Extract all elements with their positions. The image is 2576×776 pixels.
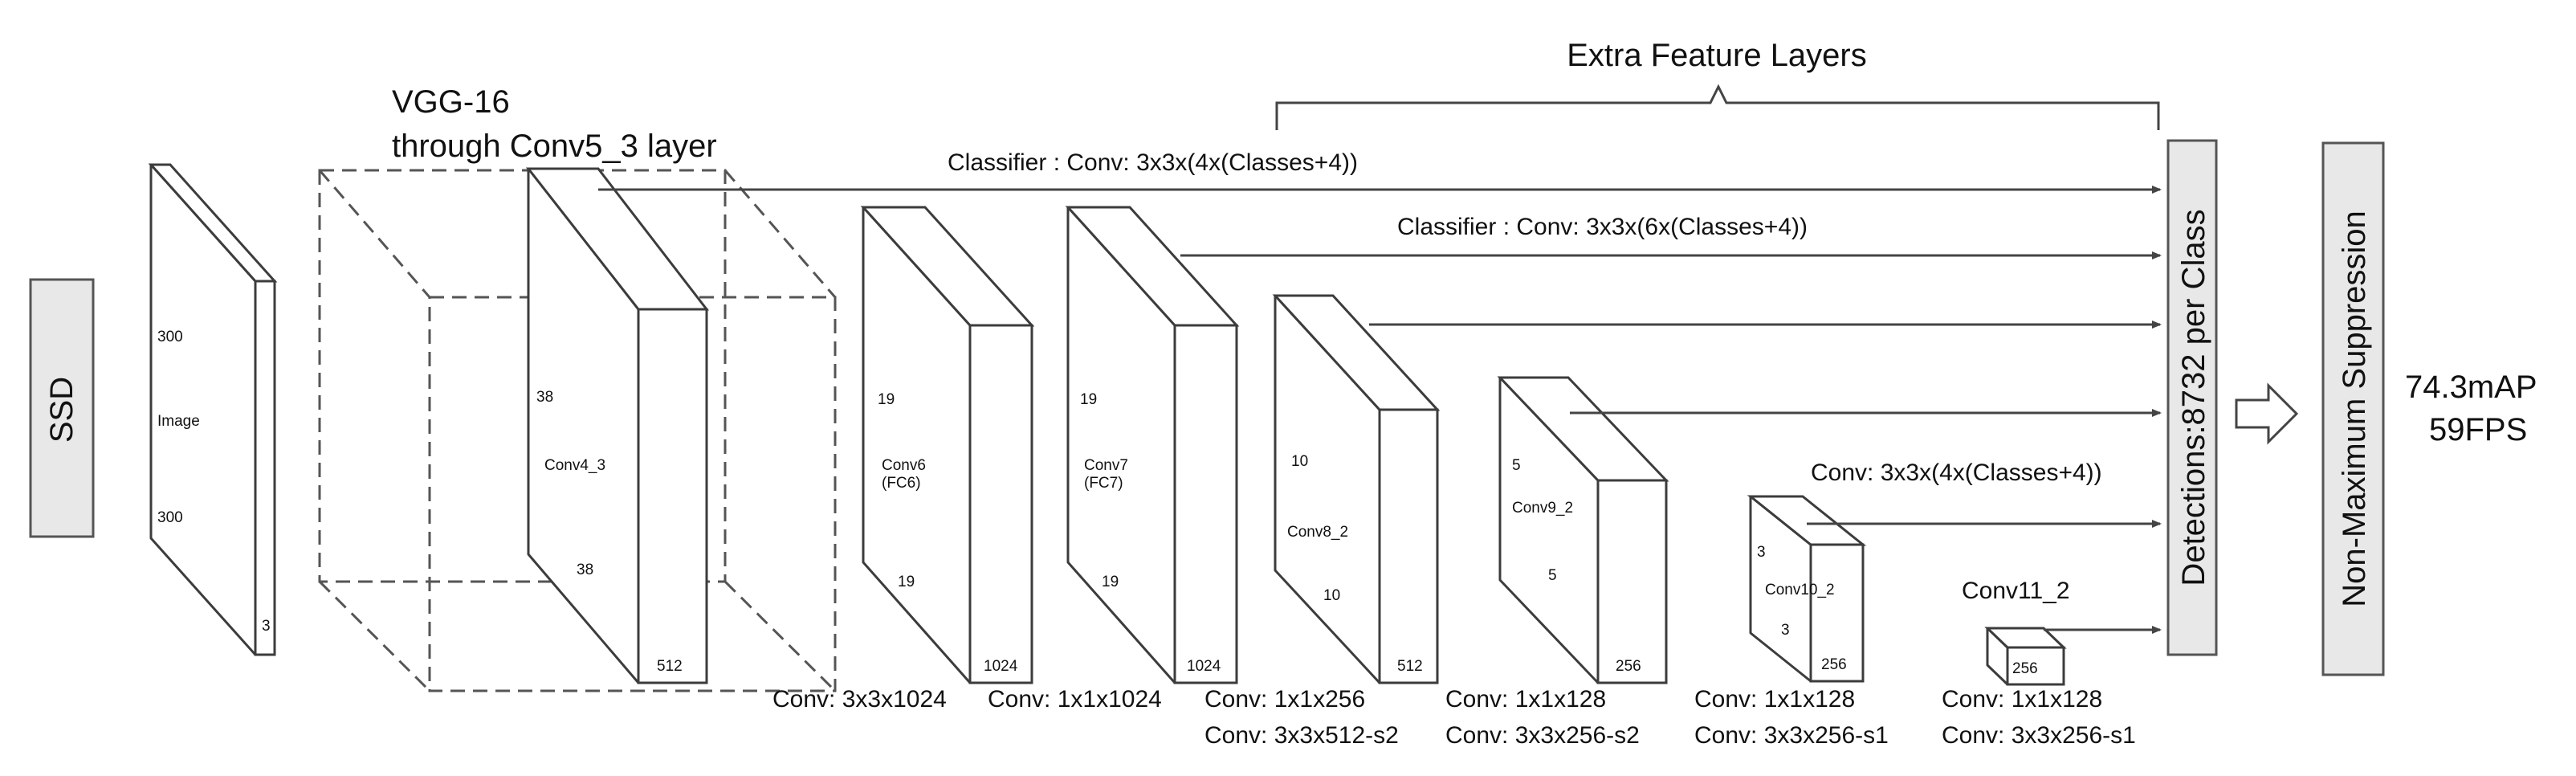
conv6-channels: 1024 (984, 658, 1018, 675)
conv6-op-label: Conv: 3x3x1024 (772, 686, 947, 713)
image-channels: 3 (262, 618, 271, 635)
conv9-2-width: 5 (1548, 567, 1557, 584)
detections-label: Detections:8732 per Class (2176, 209, 2211, 586)
conv8-op-label-a: Conv: 1x1x256 (1204, 686, 1365, 713)
conv7-height: 19 (1080, 391, 1097, 408)
conv6-sub: (FC6) (882, 475, 921, 492)
hollow-arrow-icon (2235, 382, 2299, 445)
conv4-3-channels: 512 (657, 658, 683, 675)
image-label: Image (157, 413, 200, 430)
extra-feature-layers-label: Extra Feature Layers (1567, 38, 1867, 73)
image-width: 300 (157, 509, 183, 526)
conv11-2-block: 256 Conv11_2 (1962, 578, 2070, 686)
extra-feature-layers-bracket: Extra Feature Layers (1275, 38, 2160, 130)
conv6-width: 19 (898, 574, 915, 590)
conv9-op-label-b: Conv: 3x3x256-s2 (1445, 722, 1640, 749)
conv8-2-channels: 512 (1397, 658, 1423, 675)
conv6-height: 19 (878, 391, 895, 408)
conv11-2-channels: 256 (2012, 660, 2038, 677)
conv7-sub: (FC7) (1084, 475, 1123, 492)
classifier-top-label: Classifier : Conv: 3x3x(4x(Classes+4)) (948, 149, 1358, 176)
conv10-op-label-b: Conv: 3x3x256-s1 (1694, 722, 1889, 749)
conv10-op-label-a: Conv: 1x1x128 (1694, 686, 1855, 713)
conv9-2-name: Conv9_2 (1512, 500, 1573, 517)
conv7-channels: 1024 (1187, 658, 1221, 675)
result-map: 74.3mAP (2405, 370, 2537, 405)
classifier-low-label: Conv: 3x3x(4x(Classes+4)) (1811, 459, 2102, 486)
conv10-2-name: Conv10_2 (1765, 582, 1835, 598)
conv8-2-name: Conv8_2 (1287, 524, 1348, 541)
conv9-2-block: 5 Conv9_2 5 256 (1497, 376, 1669, 684)
conv10-2-height: 3 (1757, 544, 1766, 561)
conv8-2-block: 10 Conv8_2 10 512 (1272, 294, 1441, 684)
conv10-2-width: 3 (1781, 622, 1790, 639)
conv7-name: Conv7 (1084, 457, 1128, 474)
nms-label: Non-Maximum Suppression (2337, 210, 2372, 607)
conv4-3-width: 38 (577, 562, 593, 578)
conv9-2-height: 5 (1512, 457, 1521, 474)
conv8-2-width: 10 (1323, 587, 1340, 604)
image-height: 300 (157, 329, 183, 345)
conv4-3-block: 38 Conv4_3 38 512 (525, 167, 710, 684)
conv11-op-label-a: Conv: 1x1x128 (1942, 686, 2102, 713)
ssd-label: SSD (44, 377, 79, 443)
vgg16-dashed-box: VGG-16 through Conv5_3 layer (318, 84, 837, 692)
conv7-block: 19 Conv7 (FC7) 19 1024 (1065, 206, 1240, 684)
conv4-3-name: Conv4_3 (544, 457, 605, 474)
image-input-block: 300 Image 300 3 (148, 163, 278, 656)
bottom-conv-labels: Conv: 3x3x1024 Conv: 1x1x1024 Conv: 1x1x… (772, 686, 2136, 749)
conv7-op-label: Conv: 1x1x1024 (988, 686, 1162, 713)
ssd-box: SSD (29, 278, 95, 538)
detections-box: Detections:8732 per Class (2166, 139, 2218, 656)
conv10-2-channels: 256 (1821, 656, 1847, 673)
conv8-2-height: 10 (1291, 453, 1308, 470)
conv9-op-label-a: Conv: 1x1x128 (1445, 686, 1606, 713)
classifier-mid-label: Classifier : Conv: 3x3x(6x(Classes+4)) (1397, 214, 1808, 240)
conv9-2-channels: 256 (1616, 658, 1641, 675)
conv7-width: 19 (1102, 574, 1119, 590)
result-fps: 59FPS (2429, 412, 2527, 447)
conv11-2-name: Conv11_2 (1962, 578, 2070, 604)
conv4-3-height: 38 (536, 389, 553, 406)
nms-box: Non-Maximum Suppression (2321, 141, 2385, 676)
conv8-op-label-b: Conv: 3x3x512-s2 (1204, 722, 1399, 749)
vgg16-label: VGG-16 (392, 84, 510, 120)
vgg16-sublabel: through Conv5_3 layer (392, 129, 717, 164)
conv10-2-block: 3 Conv10_2 3 256 (1747, 495, 1867, 683)
classifier-arrows: Classifier : Conv: 3x3x(4x(Classes+4)) C… (598, 149, 2162, 634)
conv6-block: 19 Conv6 (FC6) 19 1024 (860, 206, 1035, 684)
conv6-name: Conv6 (882, 457, 926, 474)
conv11-op-label-b: Conv: 3x3x256-s1 (1942, 722, 2136, 749)
